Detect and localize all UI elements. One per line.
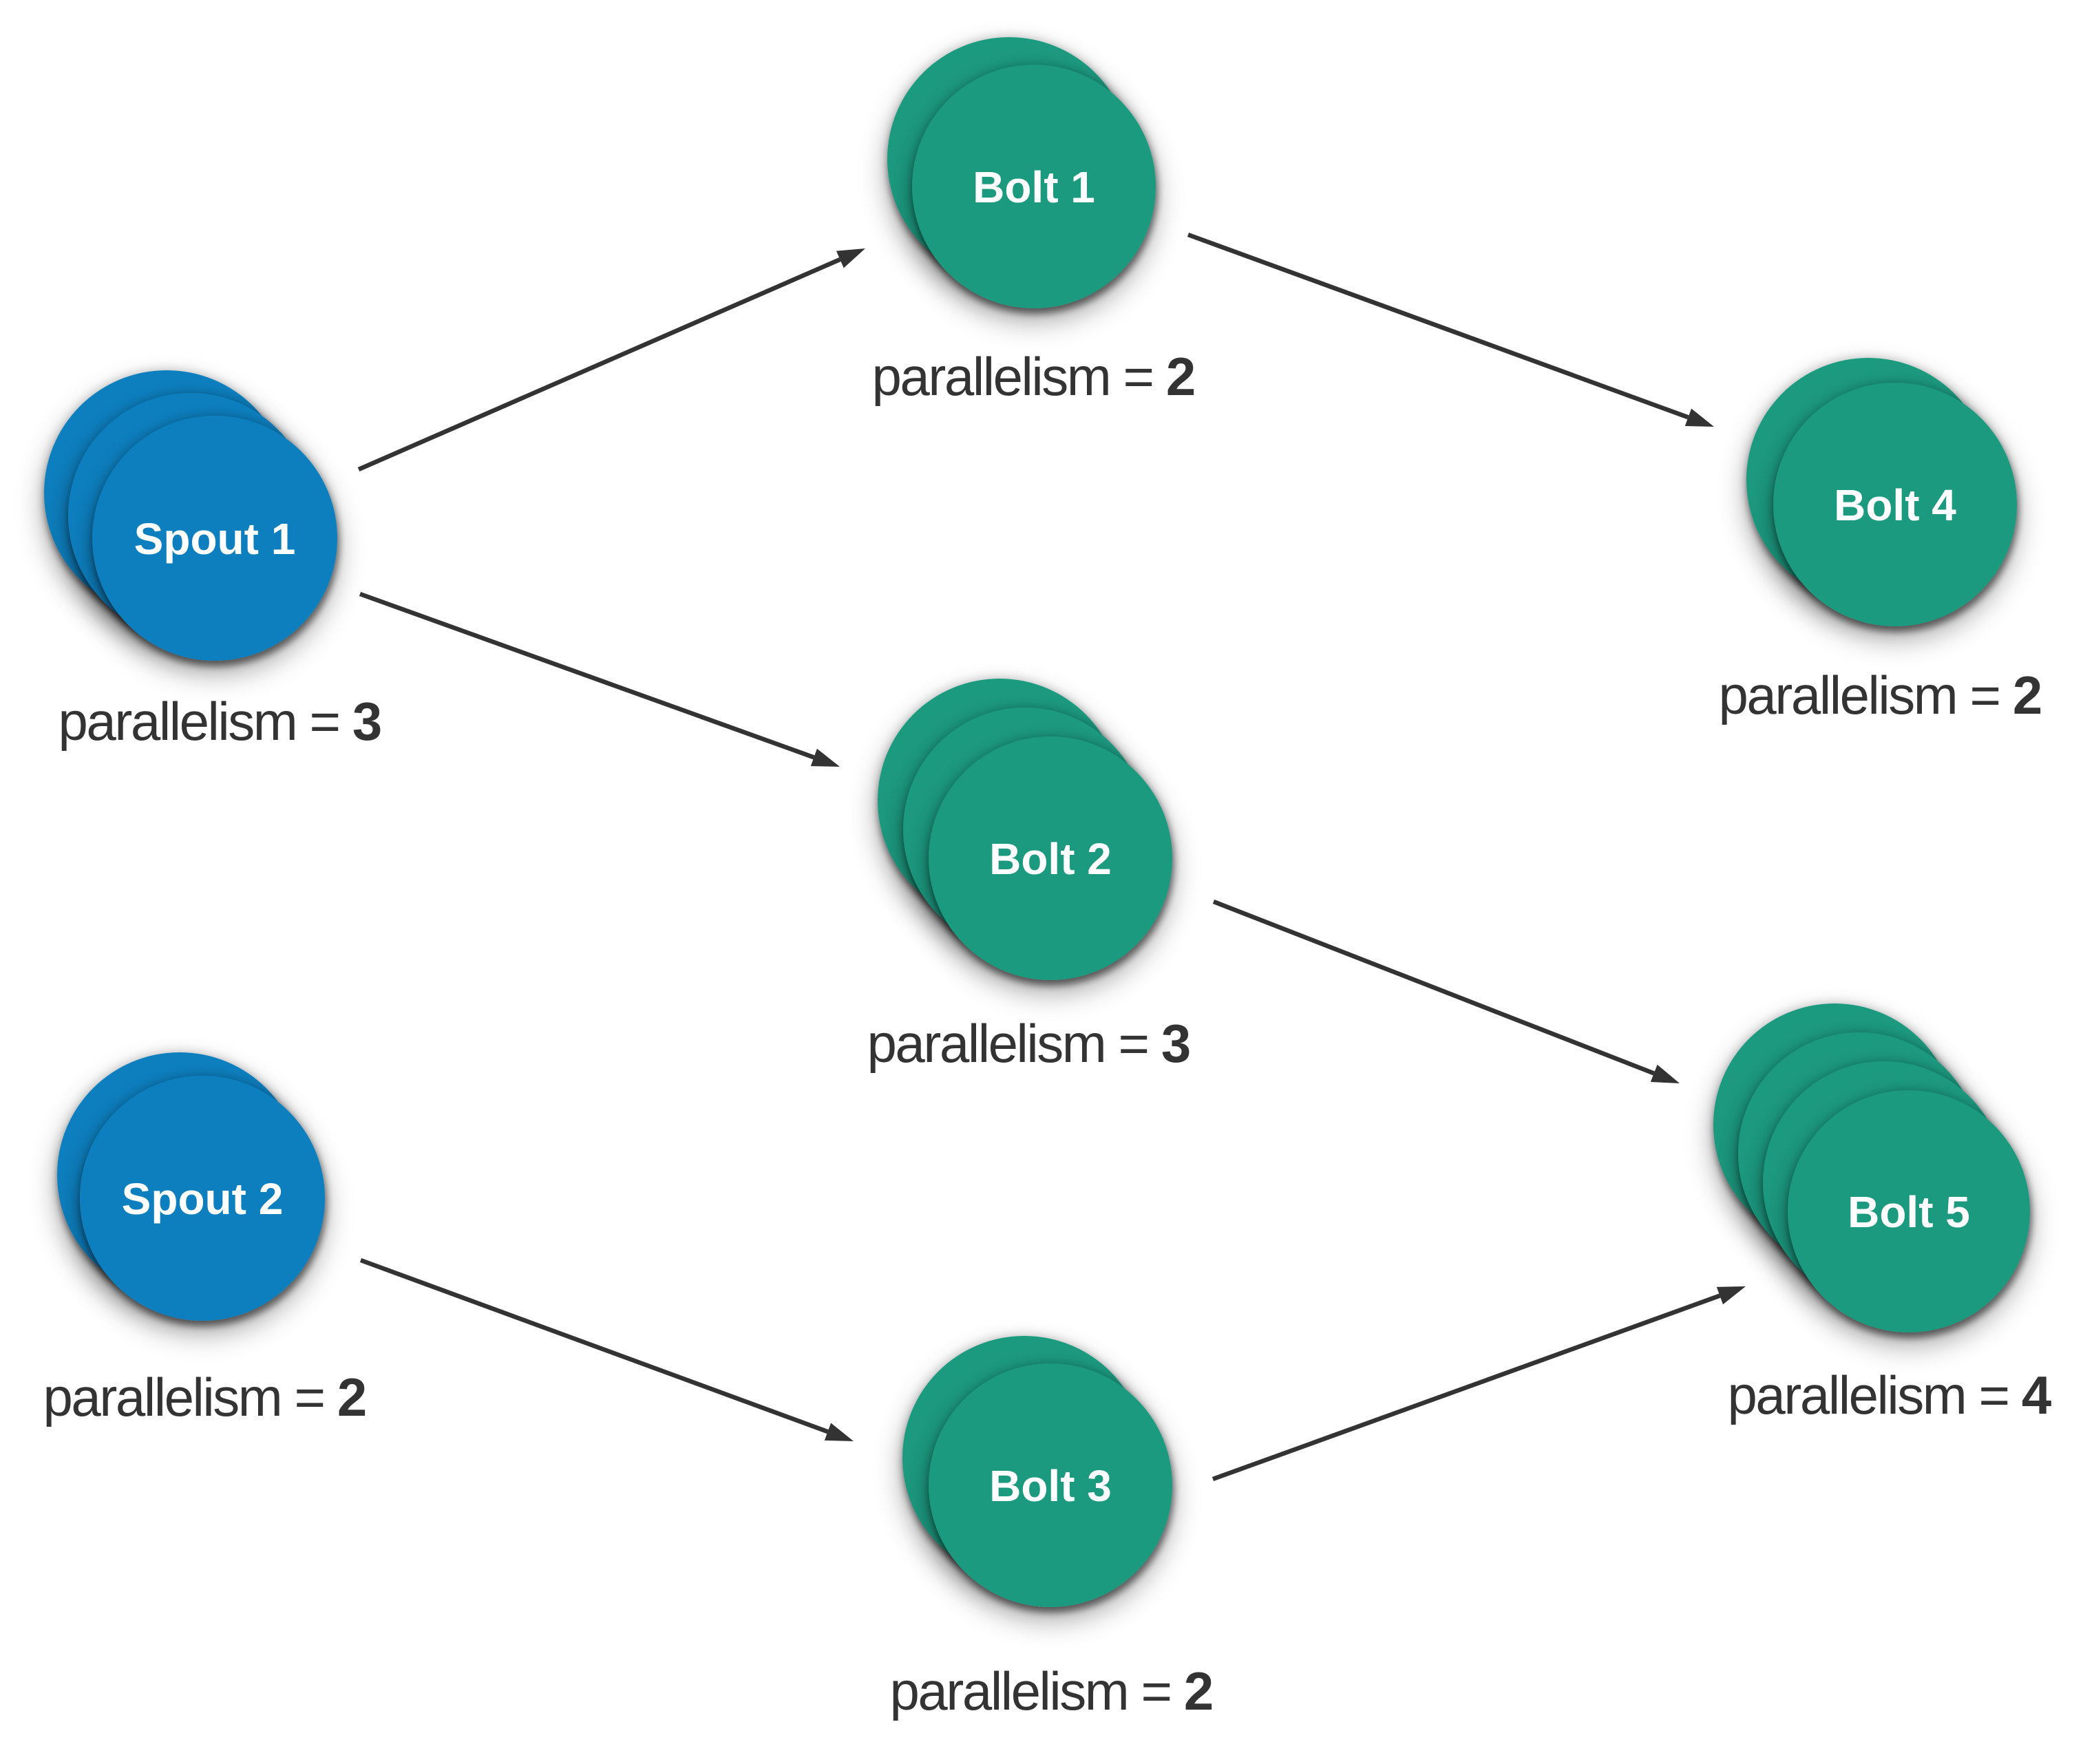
svg-text:parallelism = 2: parallelism = 2	[1719, 665, 2041, 725]
svg-text:parallelism = 4: parallelism = 4	[1728, 1365, 2051, 1425]
svg-text:Bolt 3: Bolt 3	[989, 1461, 1112, 1511]
svg-text:parallelism = 3: parallelism = 3	[867, 1013, 1189, 1074]
svg-text:Bolt 1: Bolt 1	[973, 162, 1095, 212]
svg-text:Bolt 5: Bolt 5	[1848, 1187, 1970, 1237]
svg-text:parallelism = 2: parallelism = 2	[872, 346, 1194, 407]
svg-text:Bolt 2: Bolt 2	[989, 834, 1112, 884]
svg-text:Spout 1: Spout 1	[134, 514, 296, 564]
svg-text:parallelism = 2: parallelism = 2	[890, 1661, 1212, 1721]
svg-text:parallelism = 3: parallelism = 3	[59, 691, 381, 752]
svg-text:Bolt 4: Bolt 4	[1834, 480, 1956, 530]
svg-text:Spout 2: Spout 2	[122, 1174, 284, 1224]
svg-text:parallelism = 2: parallelism = 2	[43, 1367, 366, 1427]
